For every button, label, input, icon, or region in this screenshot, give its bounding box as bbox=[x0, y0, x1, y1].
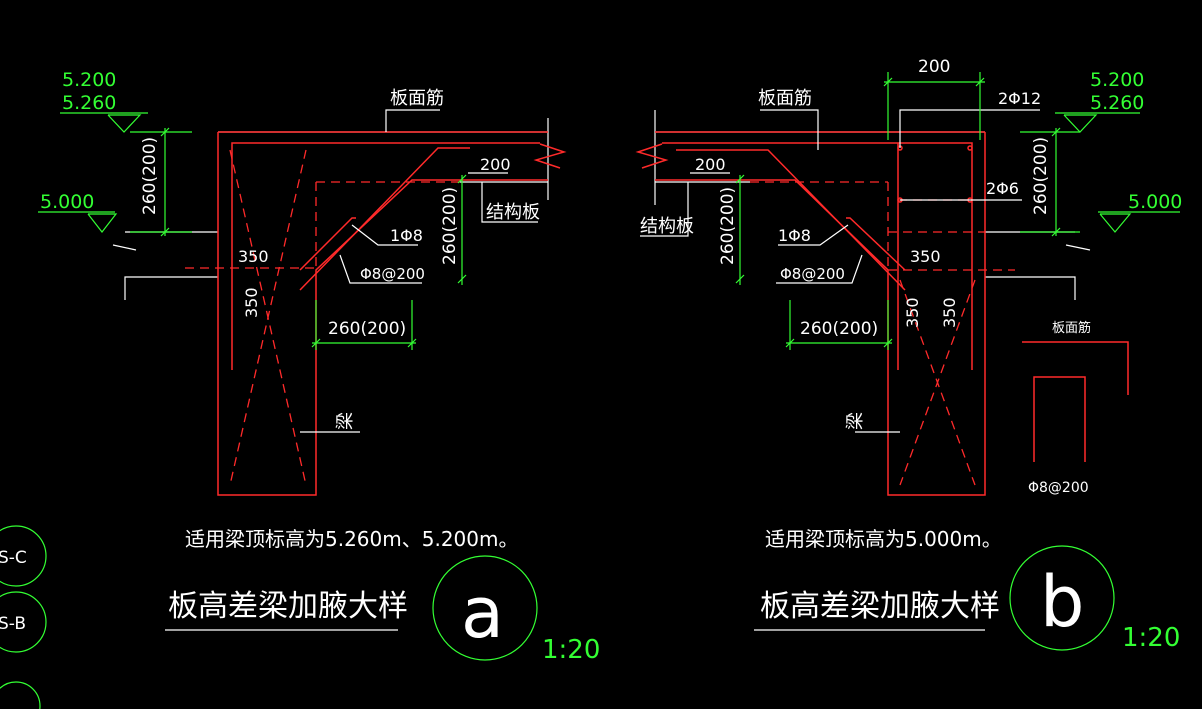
a-dim-260-horizontal: 260(200) bbox=[328, 319, 406, 339]
b-haunch-bar bbox=[676, 149, 906, 291]
b-break-right bbox=[1065, 244, 1091, 251]
b-bar-dot-2 bbox=[967, 145, 973, 151]
b-dim-tick2 bbox=[1051, 227, 1061, 237]
a-elev-low-triangle bbox=[87, 213, 118, 233]
b-top-bar bbox=[662, 142, 973, 370]
b-break-symbol bbox=[635, 143, 669, 169]
b-label-2phi6: 2Φ6 bbox=[986, 179, 1019, 198]
tag-next-circle[interactable] bbox=[0, 681, 41, 709]
detail-a: 5.200 5.260 5.000 260(200) 板面筋 200 结构板 3… bbox=[38, 69, 600, 665]
a-cross-2 bbox=[229, 149, 307, 486]
b-dim-h-tick1 bbox=[785, 338, 795, 348]
a-slab-lower-outline bbox=[124, 276, 218, 300]
a-dim-tick1 bbox=[160, 127, 170, 137]
b-title: 板高差梁加腋大样 bbox=[760, 589, 1000, 624]
a-dim-260-haunch: 260(200) bbox=[440, 187, 460, 265]
a-beam-outline bbox=[217, 132, 548, 496]
b-scale: 1:20 bbox=[1122, 623, 1180, 653]
b-detail-circle bbox=[1009, 545, 1115, 651]
b-note: 适用梁顶标高为5.000m。 bbox=[765, 527, 1002, 551]
a-dim-260-vertical: 260(200) bbox=[140, 137, 160, 215]
b-small-label-phi8: Φ8@200 bbox=[1028, 480, 1089, 496]
b-dim-tick1 bbox=[1051, 127, 1061, 137]
b-small-stirrup bbox=[1033, 376, 1086, 462]
b-dim-350-v2: 350 bbox=[940, 297, 959, 328]
a-detail-letter: a bbox=[461, 572, 504, 654]
tag-sb-text: S-B bbox=[0, 614, 26, 634]
b-dim-haunch-tick1 bbox=[735, 174, 745, 184]
detail-b: 200 5.200 5.260 5.000 板面筋 2Φ12 2Φ6 260(2… bbox=[635, 57, 1182, 653]
b-leader-2phi12 bbox=[899, 109, 1040, 148]
a-dim-h-tick2 bbox=[407, 338, 417, 348]
b-small-label-plate-rebar: 板面筋 bbox=[1052, 320, 1091, 336]
a-scale: 1:20 bbox=[542, 635, 600, 665]
a-dim-350-v: 350 bbox=[242, 287, 261, 318]
b-label-plate-rebar: 板面筋 bbox=[758, 88, 812, 109]
b-label-beam: 梁 bbox=[845, 412, 866, 430]
b-label-struct-plate: 结构板 bbox=[640, 216, 694, 237]
a-top-bar bbox=[231, 142, 540, 370]
a-elev-top-triangle bbox=[107, 114, 142, 133]
a-leader-plate-rebar bbox=[385, 109, 440, 132]
a-label-struct-plate: 结构板 bbox=[486, 202, 540, 223]
a-haunch-dowel bbox=[299, 217, 356, 271]
b-cross-2 bbox=[899, 279, 976, 486]
b-elev-520: 5.200 bbox=[1090, 69, 1144, 91]
a-elev-520: 5.200 bbox=[62, 69, 116, 91]
b-dim-260-haunch: 260(200) bbox=[718, 187, 738, 265]
a-elev-526: 5.260 bbox=[62, 92, 116, 114]
b-dim-h-tick2 bbox=[883, 338, 893, 348]
b-dim-200-tick2 bbox=[975, 77, 985, 87]
a-label-phi8-200: Φ8@200 bbox=[360, 265, 425, 283]
b-elev-500: 5.000 bbox=[1128, 191, 1182, 213]
b-dim-200-tick1 bbox=[883, 77, 893, 87]
a-dim-haunch-tick2 bbox=[457, 274, 467, 284]
tag-sc-text: S-C bbox=[0, 548, 27, 568]
b-dim-350-v1: 350 bbox=[903, 297, 922, 328]
b-dim-v-260: 260(200) bbox=[1031, 137, 1051, 215]
a-break-symbol bbox=[533, 143, 567, 169]
side-tags: S-C S-B bbox=[0, 525, 47, 709]
a-leader-phi8 bbox=[339, 254, 422, 284]
b-leader-plate-rebar bbox=[760, 109, 819, 150]
b-label-2phi12: 2Φ12 bbox=[998, 89, 1041, 108]
b-small-plate-bar bbox=[1022, 341, 1129, 395]
a-dim-tick2 bbox=[160, 227, 170, 237]
a-dim-350-h: 350 bbox=[238, 247, 269, 266]
a-dim-haunch-tick1 bbox=[457, 174, 467, 184]
tag-sc-circle[interactable] bbox=[0, 525, 47, 587]
b-elev-top-triangle bbox=[1063, 114, 1098, 133]
b-leader-struct-plate bbox=[640, 182, 689, 237]
a-leader-1phi8 bbox=[351, 224, 418, 246]
b-label-1phi8: 1Φ8 bbox=[778, 226, 811, 245]
a-detail-circle bbox=[432, 555, 538, 661]
a-elev-500: 5.000 bbox=[40, 191, 94, 213]
b-beam-outline bbox=[655, 132, 986, 496]
b-elev-low-triangle bbox=[1099, 213, 1132, 233]
b-slab-lower-outline bbox=[985, 276, 1076, 300]
b-dim-260-horizontal: 260(200) bbox=[800, 319, 878, 339]
a-leader-struct-plate bbox=[481, 182, 538, 223]
b-label-phi8-200: Φ8@200 bbox=[780, 265, 845, 283]
a-label-1phi8: 1Φ8 bbox=[390, 226, 423, 245]
a-note: 适用梁顶标高为5.260m、5.200m。 bbox=[185, 527, 518, 551]
b-leader-1phi8 bbox=[778, 224, 849, 246]
b-dim-350-h: 350 bbox=[910, 247, 941, 266]
a-dim-200: 200 bbox=[480, 155, 511, 174]
b-dim-200-top: 200 bbox=[918, 57, 950, 77]
b-dim-200: 200 bbox=[695, 155, 726, 174]
b-detail-letter: b bbox=[1040, 561, 1084, 643]
a-haunch-bar bbox=[299, 147, 470, 291]
b-haunch-dowel bbox=[846, 217, 906, 271]
a-title: 板高差梁加腋大样 bbox=[168, 589, 408, 624]
a-label-beam: 梁 bbox=[335, 412, 356, 430]
b-dim-haunch-tick2 bbox=[735, 274, 745, 284]
a-dim-h-tick1 bbox=[311, 338, 321, 348]
tag-sb-circle[interactable] bbox=[0, 591, 47, 653]
a-label-plate-rebar: 板面筋 bbox=[390, 88, 444, 109]
b-leader-phi8 bbox=[776, 254, 863, 284]
b-elev-526: 5.260 bbox=[1090, 92, 1144, 114]
a-break-left bbox=[112, 244, 137, 251]
